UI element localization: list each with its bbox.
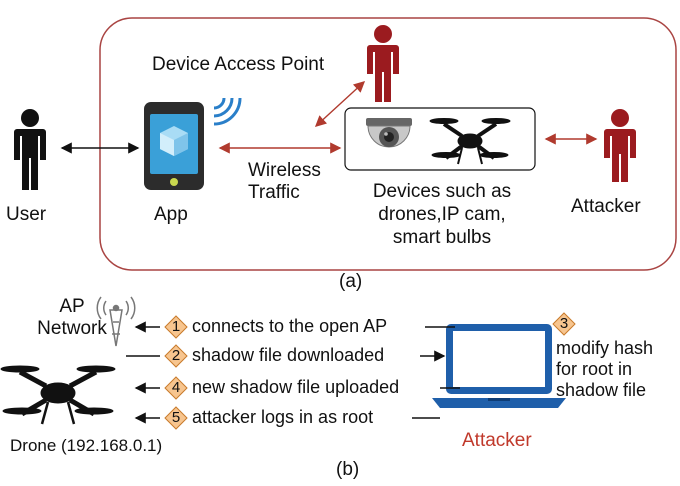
step1-number: 1 xyxy=(171,318,181,335)
ap-network-label: AP Network xyxy=(36,296,108,340)
step3-diamond xyxy=(552,312,576,336)
attacker-label-b: Attacker xyxy=(462,430,532,451)
step2-number: 2 xyxy=(171,347,181,364)
step2-text: shadow file downloaded xyxy=(192,345,385,365)
step5-number: 5 xyxy=(171,409,181,426)
app-phone-icon xyxy=(144,102,204,190)
wireless-label-line2: Traffic xyxy=(248,182,300,203)
devices-label: Devices such as drones,IP cam, smart bul… xyxy=(352,180,532,249)
user-person-icon xyxy=(14,109,46,190)
attacker-eavesdrop-arrow xyxy=(314,81,366,127)
wireless-traffic-label: Wireless Traffic xyxy=(248,160,321,204)
devices-box xyxy=(344,107,536,171)
attacker-laptop-icon xyxy=(432,324,566,408)
devices-label-line3: smart bulbs xyxy=(392,227,492,248)
ap-label-line2: Network xyxy=(37,318,107,339)
attacker-label-a: Attacker xyxy=(571,196,641,217)
drone-icon-small xyxy=(429,118,511,165)
step1-diamond xyxy=(164,315,188,339)
caption-b: (b) xyxy=(336,459,360,480)
user-label: User xyxy=(6,204,47,225)
drone-label: Drone (192.168.0.1) xyxy=(10,436,163,455)
step5-diamond xyxy=(164,406,188,430)
step5-text: attacker logs in as root xyxy=(192,407,374,427)
step3-line2: for root in xyxy=(556,359,633,379)
access-point-label: Device Access Point xyxy=(152,54,325,75)
step3-text: modify hash for root in shadow file xyxy=(556,338,653,401)
ap-tower-icon xyxy=(96,296,136,347)
step2-diamond xyxy=(164,344,188,368)
step3-line1: modify hash xyxy=(556,338,654,358)
devices-label-line2: drones,IP cam, xyxy=(378,204,506,225)
attacker-right-person-icon xyxy=(604,109,636,182)
step3-number: 3 xyxy=(559,315,569,332)
step4-text: new shadow file uploaded xyxy=(192,377,400,397)
step4-diamond xyxy=(164,376,188,400)
ip-camera-icon xyxy=(366,118,412,148)
devices-label-line1: Devices such as xyxy=(372,181,512,202)
step1-text: connects to the open AP xyxy=(192,316,388,336)
app-label: App xyxy=(154,204,188,225)
ap-label-line1: AP xyxy=(59,296,85,317)
caption-a: (a) xyxy=(339,271,363,292)
wireless-label-line1: Wireless xyxy=(248,160,321,181)
wifi-signal-icon xyxy=(213,97,242,126)
drone-icon-large xyxy=(0,365,116,425)
attacker-top-person-icon xyxy=(367,25,399,102)
step3-line3: shadow file xyxy=(556,380,647,400)
step4-number: 4 xyxy=(171,379,181,396)
